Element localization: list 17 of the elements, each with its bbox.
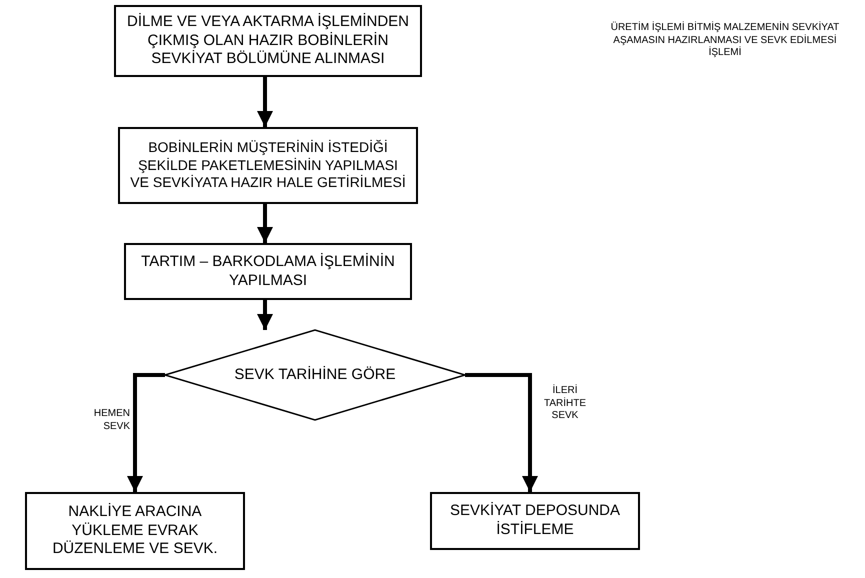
process-box <box>124 243 412 300</box>
arrow <box>257 300 273 330</box>
arrow <box>465 373 538 492</box>
arrow <box>257 204 273 243</box>
process-box <box>114 5 422 77</box>
process-box <box>118 127 418 204</box>
arrow <box>257 77 273 127</box>
note-text: ÜRETİM İŞLEMİ BİTMİŞ MALZEMENİN SEVKİYAT AŞAMASIN HAZIRLANMASI VE SEVK EDİLMESİ İŞLEMİ <box>610 22 840 60</box>
process-box <box>25 492 245 570</box>
node-text: TARTIM – BARKODLAMA İŞLEMİNİN YAPILMASI <box>140 252 396 290</box>
arrow <box>127 373 165 492</box>
node-text: SEVK TARİHİNE GÖRE <box>233 366 397 384</box>
node-text: SEVKİYAT DEPOSUNDA İSTİFLEME <box>448 502 622 540</box>
process-box <box>430 492 640 550</box>
node-text: DİLME VE VEYA AKTARMA İŞLEMİNDEN ÇIKMIŞ OLAN HAZIR BOBİNLERİN SEVKİYAT BÖLÜMÜNE ALINMASI <box>126 12 410 70</box>
node-text: BOBİNLERİN MÜŞTERİNİN İSTEDİĞİ ŞEKİLDE PAKETLEMESİNİN YAPILMASI VE SEVKİYATA HAZIR HALE GETİRİLMESİ <box>129 139 407 192</box>
node-text: NAKLİYE ARACINA YÜKLEME EVRAK DÜZENLEME VE SEVK. <box>51 502 219 560</box>
